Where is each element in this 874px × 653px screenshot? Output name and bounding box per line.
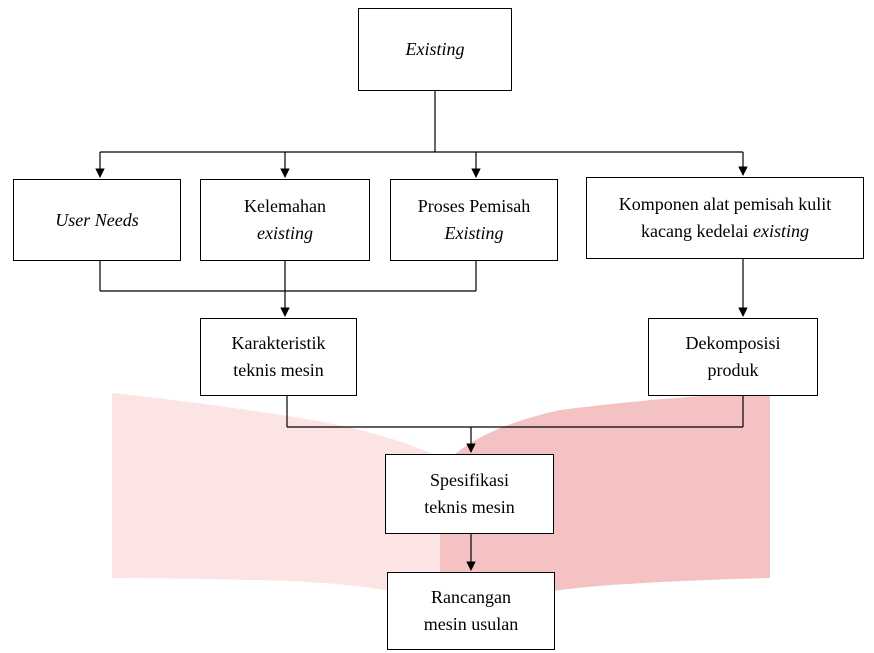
node-rancangan: Rancangan mesin usulan xyxy=(387,572,555,650)
node-spesifikasi-line1: Spesifikasi xyxy=(430,470,509,490)
node-dekomposisi: Dekomposisi produk xyxy=(648,318,818,396)
node-proses-line1: Proses Pemisah xyxy=(417,196,531,216)
node-kelemahan-line2: existing xyxy=(257,223,313,243)
node-komponen-line2-b: existing xyxy=(752,221,809,241)
node-spesifikasi-line2: teknis mesin xyxy=(424,497,515,517)
node-karakteristik: Karakteristik teknis mesin xyxy=(200,318,357,396)
node-rancangan-line2: mesin usulan xyxy=(423,614,519,634)
node-karakteristik-line2: teknis mesin xyxy=(233,360,324,380)
node-dekomposisi-line1: Dekomposisi xyxy=(685,333,781,353)
node-komponen-line1: Komponen alat pemisah kulit xyxy=(618,194,832,214)
node-kelemahan-existing: Kelemahan existing xyxy=(200,179,370,261)
book-right-page xyxy=(440,393,770,612)
node-existing-label: Existing xyxy=(405,39,465,59)
book-left-page xyxy=(112,393,462,612)
node-kelemahan-line1: Kelemahan xyxy=(244,196,326,216)
node-user-needs-label: User Needs xyxy=(55,209,139,230)
node-karakteristik-line1: Karakteristik xyxy=(231,333,326,353)
node-rancangan-line1: Rancangan xyxy=(431,587,511,607)
node-komponen-alat: Komponen alat pemisah kulit kacang kedel… xyxy=(586,177,864,259)
node-existing: Existing xyxy=(358,8,512,91)
node-dekomposisi-line2: produk xyxy=(707,360,759,380)
node-proses-pemisah: Proses Pemisah Existing xyxy=(390,179,558,261)
node-komponen-line2-a: kacang kedelai xyxy=(641,221,753,241)
node-proses-line2: Existing xyxy=(444,223,504,243)
node-spesifikasi: Spesifikasi teknis mesin xyxy=(385,454,554,534)
node-komponen-line2: kacang kedelai existing xyxy=(641,218,809,245)
node-user-needs: User Needs xyxy=(13,179,181,261)
